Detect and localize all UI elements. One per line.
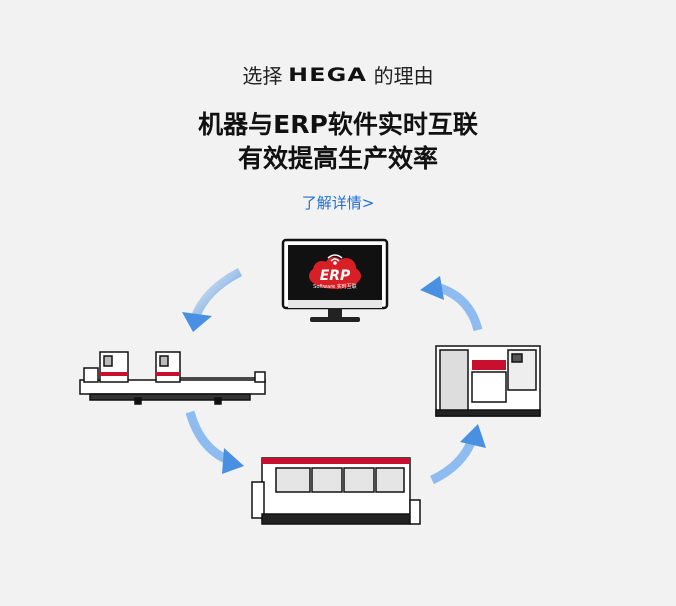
erp-monitor: ERP Software 实时互联 [281,238,389,322]
subtitle-prefix: 选择 [242,64,283,88]
page-headline: 机器与ERP软件实时互联 有效提高生产效率 [0,108,676,176]
learn-more-link[interactable]: 了解详情> [301,194,375,212]
brand-logo: HEGA [288,63,368,86]
wifi-icon [327,254,343,265]
cnc-machine [435,345,541,417]
headline-line-1: 机器与ERP软件实时互联 [198,110,478,139]
flow-arrow-bottom-right [430,424,486,485]
erp-connection-diagram: ERP Software 实时互联 [79,238,541,525]
headline-line-2: 有效提高生产效率 [237,144,438,173]
double-saw-machine [79,351,266,405]
flow-arrow-top-left [182,267,243,332]
section-subtitle: 选择 HEGA 的理由 [0,60,676,89]
flow-arrow-top-right [420,276,483,332]
erp-logo-caption: Software 实时互联 [313,283,357,290]
flow-arrow-bottom-left [185,410,244,474]
cloud-icon [309,257,361,289]
subtitle-suffix: 的理由 [373,64,434,88]
erp-logo-text: ERP [320,268,351,284]
machining-center [251,457,421,525]
